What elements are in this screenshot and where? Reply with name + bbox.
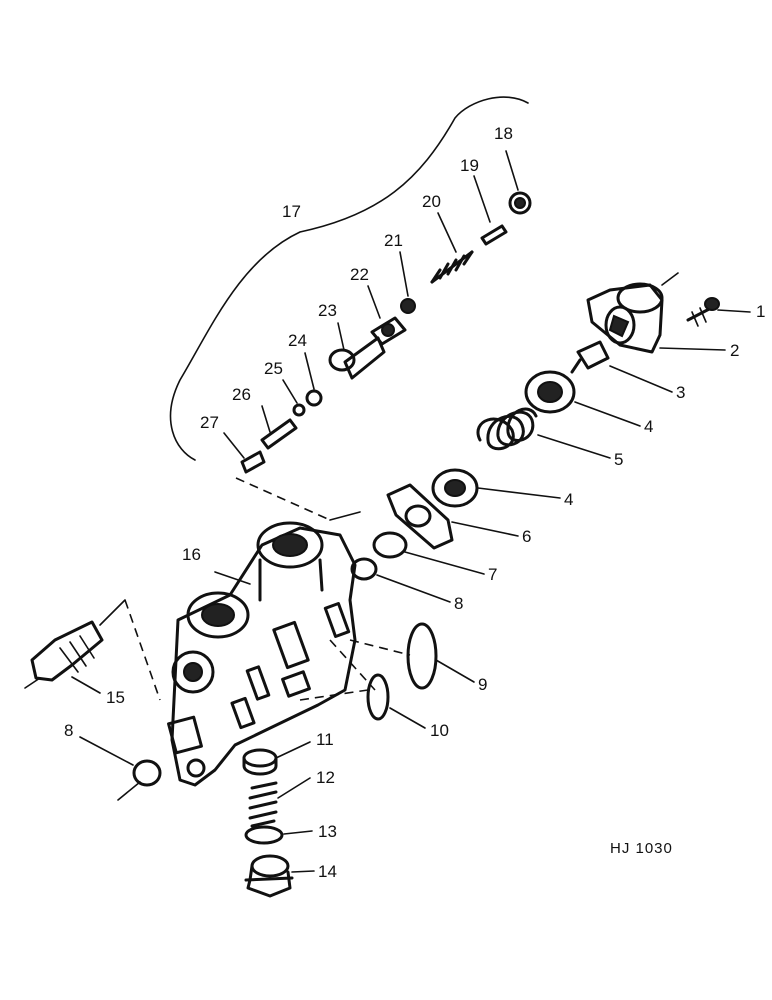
assembly-line-plug	[124, 599, 161, 701]
leader-lines	[71, 150, 751, 873]
callout-22: 22	[350, 265, 369, 284]
o-ring-7-part	[372, 531, 408, 559]
o-ring-8-lower-part	[132, 759, 162, 787]
callout-23: 23	[318, 301, 337, 320]
pin-26-part	[260, 418, 298, 450]
gasket-plate-part	[386, 483, 454, 550]
callout-4b: 4	[564, 490, 573, 509]
callout-24: 24	[288, 331, 307, 350]
callout-9: 9	[478, 675, 487, 694]
callout-8a: 8	[454, 594, 463, 613]
callout-18: 18	[494, 124, 513, 143]
callout-27: 27	[200, 413, 219, 432]
group-17-bracket	[169, 96, 529, 461]
ring-25-part	[292, 403, 306, 417]
callout-12: 12	[316, 768, 335, 787]
seal-ring-10-part	[366, 673, 390, 721]
spring-seat-lower-part	[431, 468, 479, 508]
assembly-line-plug-top	[99, 599, 126, 626]
assembly-line-relief	[329, 511, 361, 521]
callout-4a: 4	[644, 417, 653, 436]
callout-2: 2	[730, 341, 739, 360]
plug-part	[24, 620, 104, 689]
callout-25: 25	[264, 359, 283, 378]
adjuster-19-part	[480, 224, 508, 246]
callout-7: 7	[488, 565, 497, 584]
valve-body	[167, 521, 357, 787]
callout-17: 17	[282, 202, 301, 221]
callout-11: 11	[316, 730, 334, 749]
screw-part	[686, 297, 720, 327]
nut-18-part	[508, 191, 532, 215]
callout-10: 10	[430, 721, 449, 740]
callout-3: 3	[676, 383, 685, 402]
callout-6: 6	[522, 527, 531, 546]
assembly-line-seals	[299, 639, 411, 701]
spring-part	[476, 407, 538, 451]
plug-cap-11-part	[242, 748, 278, 776]
o-ring-24-part	[305, 389, 323, 407]
cover-cap-part	[586, 272, 679, 354]
callout-1: 1	[756, 302, 765, 321]
callout-8b: 8	[64, 721, 73, 740]
callout-20: 20	[422, 192, 441, 211]
spring-20-part	[430, 250, 474, 284]
spring-12-part	[248, 781, 278, 828]
callout-21: 21	[384, 231, 403, 250]
callout-13: 13	[318, 822, 337, 841]
callout-15: 15	[106, 688, 125, 707]
callout-14: 14	[318, 862, 337, 881]
plug-27-part	[240, 450, 266, 474]
drawing-code: HJ 1030	[610, 840, 673, 857]
callout-26: 26	[232, 385, 251, 404]
o-ring-8-upper-part	[350, 557, 378, 581]
callout-16: 16	[182, 545, 201, 564]
seal-ring-9-part	[406, 622, 438, 690]
washer-13-part	[244, 825, 284, 845]
valve-stem-part	[570, 340, 610, 374]
poppet-23-part	[328, 336, 386, 380]
plug-14-part	[244, 854, 294, 898]
callout-5: 5	[614, 450, 623, 469]
callout-19: 19	[460, 156, 479, 175]
ball-21-part	[400, 298, 416, 314]
spring-seat-upper-part	[524, 370, 576, 414]
assembly-line-top	[235, 477, 331, 521]
